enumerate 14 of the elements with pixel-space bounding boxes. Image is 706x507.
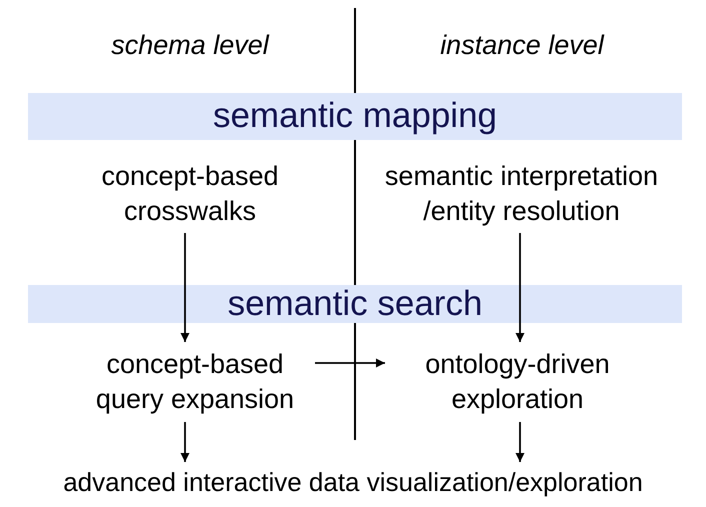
node-text: concept-based query expansion xyxy=(94,348,296,416)
arrow xyxy=(180,422,190,462)
arrow xyxy=(516,422,524,462)
arrow xyxy=(315,358,385,368)
node-text: semantic interpretation /entity resolution xyxy=(384,160,660,228)
arrow xyxy=(516,233,524,342)
column-label: schema level xyxy=(110,30,270,61)
section-heading: semantic search xyxy=(228,284,482,324)
section-heading: semantic mapping xyxy=(212,97,498,136)
column-label: instance level xyxy=(439,30,606,61)
arrow xyxy=(180,233,190,342)
node-text: ontology-driven exploration xyxy=(424,348,611,416)
node-text: concept-based crosswalks xyxy=(100,160,280,228)
node-text: advanced interactive data visualization/exploration xyxy=(63,466,643,500)
